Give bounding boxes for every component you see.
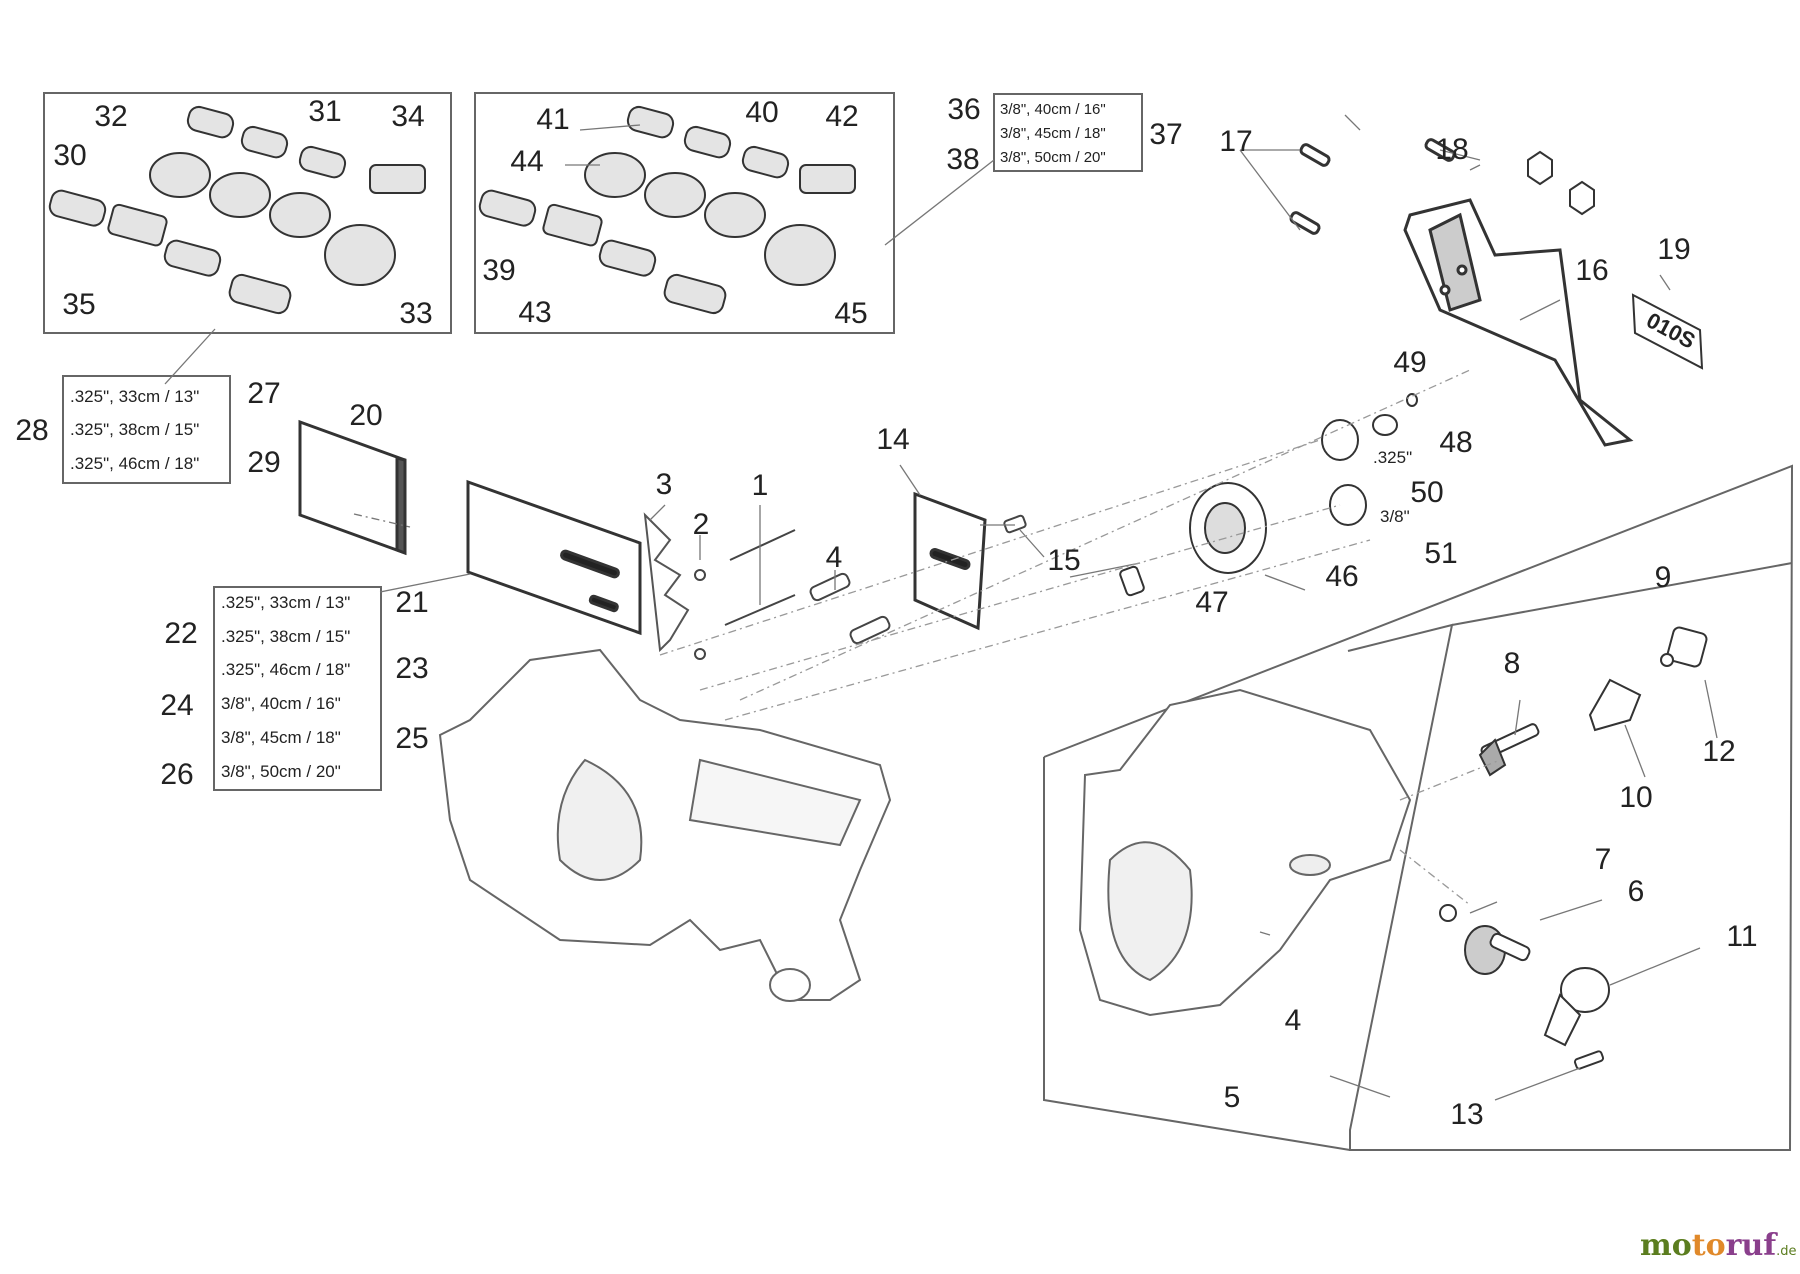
callout-50: 50 [1410, 476, 1444, 509]
callout-14: 14 [876, 423, 910, 456]
spec-28: .325", 38cm / 15" [70, 420, 200, 439]
callout-32: 32 [94, 100, 128, 133]
callout-13: 13 [1450, 1098, 1484, 1131]
nuts-18 [1527, 150, 1595, 216]
watermark-part-2: to [1691, 1228, 1726, 1263]
crankcase-right-5 [1078, 688, 1412, 1017]
chain-panel-left [43, 92, 452, 334]
callout-46: 46 [1325, 560, 1359, 593]
callout-41: 41 [536, 103, 570, 136]
callout-12: 12 [1702, 735, 1736, 768]
callout-6: 6 [1627, 875, 1645, 908]
callout-3: 3 [655, 468, 673, 501]
callout-27: 27 [247, 377, 281, 410]
callout-11: 11 [1726, 920, 1758, 953]
callout-44: 44 [510, 145, 544, 178]
chain-links-right [478, 105, 856, 315]
sprocket-325-label: .325" [1373, 448, 1413, 467]
spec-21: .325", 33cm / 13" [221, 593, 351, 612]
spec-box-27-29 [62, 375, 231, 484]
spec-22: .325", 38cm / 15" [221, 627, 351, 646]
motoruf-watermark: motoruf.de [1640, 1228, 1797, 1263]
oil-pump-parts [1439, 626, 1708, 1070]
chain-links-left [48, 105, 426, 315]
sprocket-cover-16 [1289, 138, 1634, 447]
callout-24: 24 [160, 689, 194, 722]
callout-33: 33 [399, 297, 433, 330]
spec-23: .325", 46cm / 18" [221, 660, 351, 679]
callout-34: 34 [391, 100, 425, 133]
chain-catcher-3 [643, 512, 690, 653]
callout-49: 49 [1393, 346, 1427, 379]
callout-8: 8 [1503, 647, 1521, 680]
callout-28: 28 [15, 414, 49, 447]
spec-box-36-38 [993, 93, 1143, 172]
callout-47: 47 [1195, 586, 1229, 619]
callout-23: 23 [395, 652, 429, 685]
spec-29: .325", 46cm / 18" [70, 454, 200, 473]
crankcase-left [438, 648, 892, 1002]
leader-lines [164, 114, 1718, 1101]
frame-5 [1043, 757, 1351, 1151]
callout-31: 31 [308, 95, 342, 128]
callout-1: 1 [751, 469, 769, 502]
guide-bar [466, 479, 642, 636]
callout-43: 43 [518, 296, 552, 329]
callout-15: 15 [1047, 544, 1081, 577]
callout-36: 36 [947, 93, 981, 126]
callout-5: 5 [1223, 1081, 1241, 1114]
spec-37: 3/8", 45cm / 18" [1000, 125, 1106, 142]
callout-20: 20 [349, 399, 383, 432]
callout-40: 40 [745, 96, 779, 129]
watermark-part-1: mo [1640, 1228, 1692, 1263]
spec-27: .325", 33cm / 13" [70, 387, 200, 406]
callout-10: 10 [1619, 781, 1653, 814]
callout-22: 22 [164, 617, 198, 650]
callout-4b: 4 [1284, 1004, 1302, 1037]
spec-36: 3/8", 40cm / 16" [1000, 101, 1106, 118]
callout-45: 45 [834, 297, 868, 330]
callout-48: 48 [1439, 426, 1473, 459]
callout-26: 26 [160, 758, 194, 791]
spec-25: 3/8", 45cm / 18" [221, 728, 341, 747]
spec-26: 3/8", 50cm / 20" [221, 762, 341, 781]
clutch-drum-46 [1119, 393, 1418, 597]
callout-7: 7 [1594, 843, 1612, 876]
watermark-tld: .de [1776, 1244, 1797, 1259]
callout-39: 39 [482, 254, 516, 287]
spec-box-21-26 [213, 586, 382, 791]
callout-18: 18 [1435, 133, 1469, 166]
callout-4a: 4 [825, 541, 843, 574]
callout-29: 29 [247, 446, 281, 479]
callout-42: 42 [825, 100, 859, 133]
sprocket-38-label: 3/8" [1380, 507, 1410, 526]
callout-9: 9 [1654, 561, 1672, 594]
decal-19 [1631, 293, 1704, 370]
bar-plate-14 [913, 491, 987, 631]
studs [694, 514, 1027, 660]
callout-21: 21 [395, 586, 429, 619]
spec-24: 3/8", 40cm / 16" [221, 694, 341, 713]
callout-17: 17 [1219, 125, 1253, 158]
callout-16: 16 [1575, 254, 1609, 287]
callout-35: 35 [62, 288, 96, 321]
callout-25: 25 [395, 722, 429, 755]
callout-19: 19 [1657, 233, 1691, 266]
callout-2: 2 [692, 508, 710, 541]
frame-inner [1451, 562, 1793, 626]
bar-cover-20 [298, 419, 407, 556]
callout-30: 30 [53, 139, 87, 172]
spec-38: 3/8", 50cm / 20" [1000, 149, 1106, 166]
callout-51: 51 [1424, 537, 1458, 570]
chain-panel-right [474, 92, 895, 334]
callout-37: 37 [1149, 118, 1183, 151]
watermark-part-3: ruf [1725, 1228, 1777, 1263]
callout-38: 38 [946, 143, 980, 176]
